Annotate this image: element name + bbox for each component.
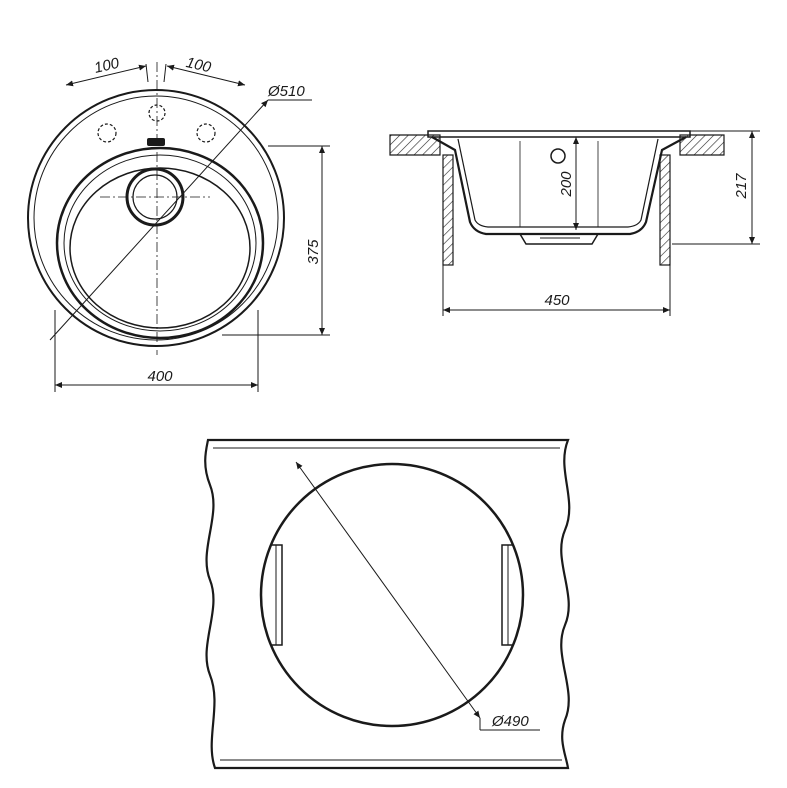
side-width-label: 450	[544, 292, 570, 309]
top-view: Ø510 100 100 375 400	[27, 54, 330, 392]
overflow-hole	[550, 148, 566, 164]
cabinet-wall-right	[659, 154, 671, 266]
side-view: 200 217 450	[389, 130, 760, 316]
tap-offset-tick	[145, 63, 149, 83]
sink-rim-inner	[33, 95, 279, 341]
height-label: 375	[305, 239, 322, 265]
diameter-leader	[49, 99, 269, 341]
cutout-diameter-label: Ø490	[491, 713, 529, 730]
drain-profile	[519, 233, 599, 245]
total-height-label: 217	[733, 173, 750, 200]
countertop-right	[679, 134, 725, 156]
sink-rim-outer	[27, 89, 285, 347]
tap-offset-right-label: 100	[184, 54, 213, 76]
bowl-bottom	[69, 167, 251, 329]
tap-offset-tick-right	[163, 63, 167, 83]
bowl-depth-label: 200	[558, 171, 575, 198]
tap-offset-right-dimline	[166, 64, 246, 87]
sink-rim-profile	[427, 130, 691, 138]
tap-offset-left-label: 100	[93, 55, 122, 77]
tap-offset-left-dimline	[65, 64, 147, 87]
width-label: 400	[147, 368, 173, 385]
cabinet-wall-left	[442, 154, 454, 266]
outer-diameter-label: Ø510	[267, 83, 305, 100]
tap-hole-left	[97, 123, 117, 143]
overflow-slot	[147, 138, 165, 146]
cutout-view: Ø490	[204, 438, 571, 770]
countertop-left	[389, 134, 441, 156]
bowl-profile-inner	[457, 138, 659, 228]
countertop-outline	[204, 438, 571, 770]
bowl-edge-outer	[55, 146, 265, 340]
cutout-diameter-leader	[295, 461, 481, 719]
bowl-profile-outer	[431, 136, 687, 236]
bowl-edge-inner	[63, 154, 257, 332]
tap-hole-right	[196, 123, 216, 143]
